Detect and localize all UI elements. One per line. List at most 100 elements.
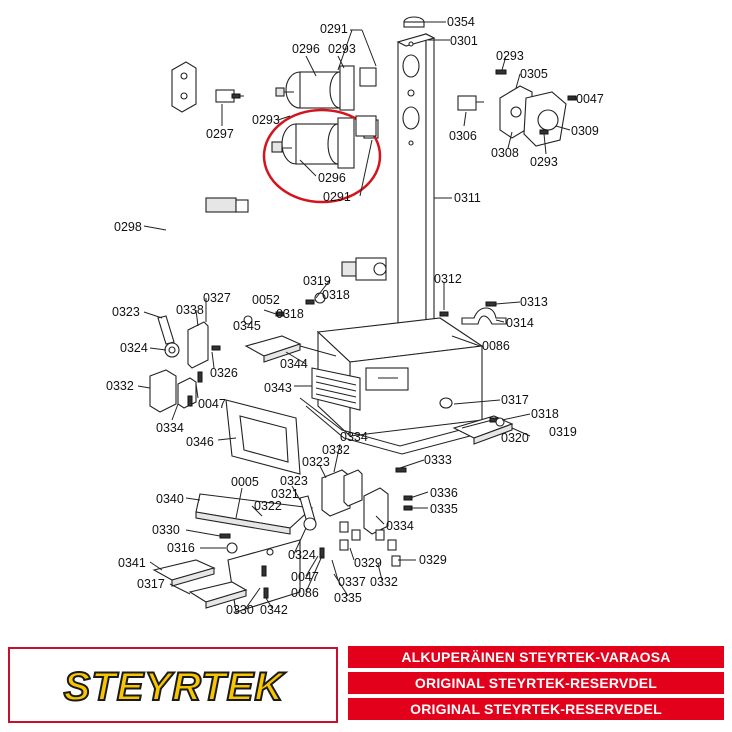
- cylinder-upper-0291: [275, 65, 377, 111]
- label-0340: 0340: [156, 492, 184, 506]
- steyrtek-logo: STEYRTEK: [8, 647, 338, 723]
- label-0293: 0293: [252, 113, 280, 127]
- label-0324: 0324: [288, 548, 316, 562]
- label-0296: 0296: [318, 171, 346, 185]
- label-0301: 0301: [450, 34, 478, 48]
- pedal-0317-lower: [188, 581, 248, 609]
- bolts: [187, 69, 577, 599]
- label-0317: 0317: [137, 577, 165, 591]
- lever-0323: [157, 315, 175, 345]
- label-0323: 0323: [112, 305, 140, 319]
- label-0320: 0320: [501, 431, 529, 445]
- label-0332: 0332: [322, 443, 350, 457]
- label-0343: 0343: [264, 381, 292, 395]
- label-0306: 0306: [449, 129, 477, 143]
- footer: STEYRTEK ALKUPERÄINEN STEYRTEK-VARAOSA O…: [0, 638, 732, 732]
- label-0333: 0333: [424, 453, 452, 467]
- label-0298: 0298: [114, 220, 142, 234]
- label-0334: 0334: [156, 421, 184, 435]
- label-0293: 0293: [328, 42, 356, 56]
- bracket-0334-center: [321, 469, 363, 517]
- cylinder-highlighted-0291: [271, 117, 379, 169]
- label-0322: 0322: [254, 499, 282, 513]
- blocks-0329: [339, 521, 401, 567]
- label-0047: 0047: [576, 92, 604, 106]
- hose-0298: [159, 197, 346, 279]
- label-0337: 0337: [338, 575, 366, 589]
- label-0291: 0291: [320, 22, 348, 36]
- label-0345: 0345: [233, 319, 261, 333]
- label-0346: 0346: [186, 435, 214, 449]
- bracket-0332: [149, 369, 177, 413]
- label-0354: 0354: [447, 15, 475, 29]
- pedal-0345: [244, 335, 337, 363]
- label-0324: 0324: [120, 341, 148, 355]
- label-0296: 0296: [292, 42, 320, 56]
- label-0319: 0319: [549, 425, 577, 439]
- parts-diagram: 0354 0301 0291 0296 0293 0297 0293 0296 …: [106, 15, 604, 617]
- label-0316: 0316: [167, 541, 195, 555]
- label-0327: 0327: [203, 291, 231, 305]
- label-0293: 0293: [530, 155, 558, 169]
- grille-0343: [311, 367, 361, 411]
- label-0335: 0335: [334, 591, 362, 605]
- label-0321: 0321: [271, 487, 299, 501]
- label-0312: 0312: [434, 272, 462, 286]
- label-0086: 0086: [482, 339, 510, 353]
- part-labels: 0354 0301 0291 0296 0293 0297 0293 0296 …: [106, 15, 604, 617]
- label-0291: 0291: [323, 190, 351, 204]
- label-0317: 0317: [501, 393, 529, 407]
- top-cap-0354: [403, 16, 425, 28]
- label-0319: 0319: [303, 274, 331, 288]
- label-0329: 0329: [419, 553, 447, 567]
- clevis-fitting: [341, 257, 387, 281]
- label-0309: 0309: [571, 124, 599, 138]
- label-0344: 0344: [280, 357, 308, 371]
- lever-0321: [299, 495, 317, 531]
- label-0318: 0318: [322, 288, 350, 302]
- spring-0324: [164, 342, 180, 358]
- label-0332: 0332: [370, 575, 398, 589]
- bracket-0338: [187, 321, 209, 369]
- label-0336: 0336: [430, 486, 458, 500]
- label-0334: 0334: [340, 430, 368, 444]
- label-0338: 0338: [176, 303, 204, 317]
- label-0334: 0334: [386, 519, 414, 533]
- bracket-0301: [355, 115, 377, 137]
- switch-0306: [457, 95, 484, 111]
- banner-norwegian: ORIGINAL STEYRTEK-RESERVEDEL: [348, 698, 724, 720]
- label-0313: 0313: [520, 295, 548, 309]
- label-0311: 0311: [454, 191, 481, 205]
- highlight-circle: [262, 108, 382, 204]
- label-0314: 0314: [506, 316, 534, 330]
- plate-0340: [195, 493, 314, 535]
- label-0318: 0318: [531, 407, 559, 421]
- pedal-0341: [152, 559, 216, 587]
- label-0086: 0086: [291, 586, 319, 600]
- label-0329: 0329: [354, 556, 382, 570]
- label-0335: 0335: [430, 502, 458, 516]
- label-0047: 0047: [198, 397, 226, 411]
- clamp-0314: [461, 307, 507, 325]
- label-0005: 0005: [231, 475, 259, 489]
- bracket-0332-center: [363, 487, 389, 535]
- label-0341: 0341: [118, 556, 146, 570]
- leader-lines: [137, 21, 576, 609]
- label-0326: 0326: [210, 366, 238, 380]
- label-0318: 0318: [276, 307, 304, 321]
- label-0330: 0330: [226, 603, 254, 617]
- banner-finnish: ALKUPERÄINEN STEYRTEK-VARAOSA: [348, 646, 724, 668]
- label-0047: 0047: [291, 570, 319, 584]
- bracket-0297: [171, 61, 197, 113]
- label-0293: 0293: [496, 49, 524, 63]
- label-0305: 0305: [520, 67, 548, 81]
- label-0308: 0308: [491, 146, 519, 160]
- plate-0346: [225, 399, 301, 475]
- label-0330: 0330: [152, 523, 180, 537]
- banner-swedish: ORIGINAL STEYRTEK-RESERVDEL: [348, 672, 724, 694]
- column-post: [396, 33, 436, 351]
- plate-0309: [523, 91, 567, 147]
- label-0323: 0323: [302, 455, 330, 469]
- label-0342: 0342: [260, 603, 288, 617]
- bracket-0334-left: [177, 377, 197, 409]
